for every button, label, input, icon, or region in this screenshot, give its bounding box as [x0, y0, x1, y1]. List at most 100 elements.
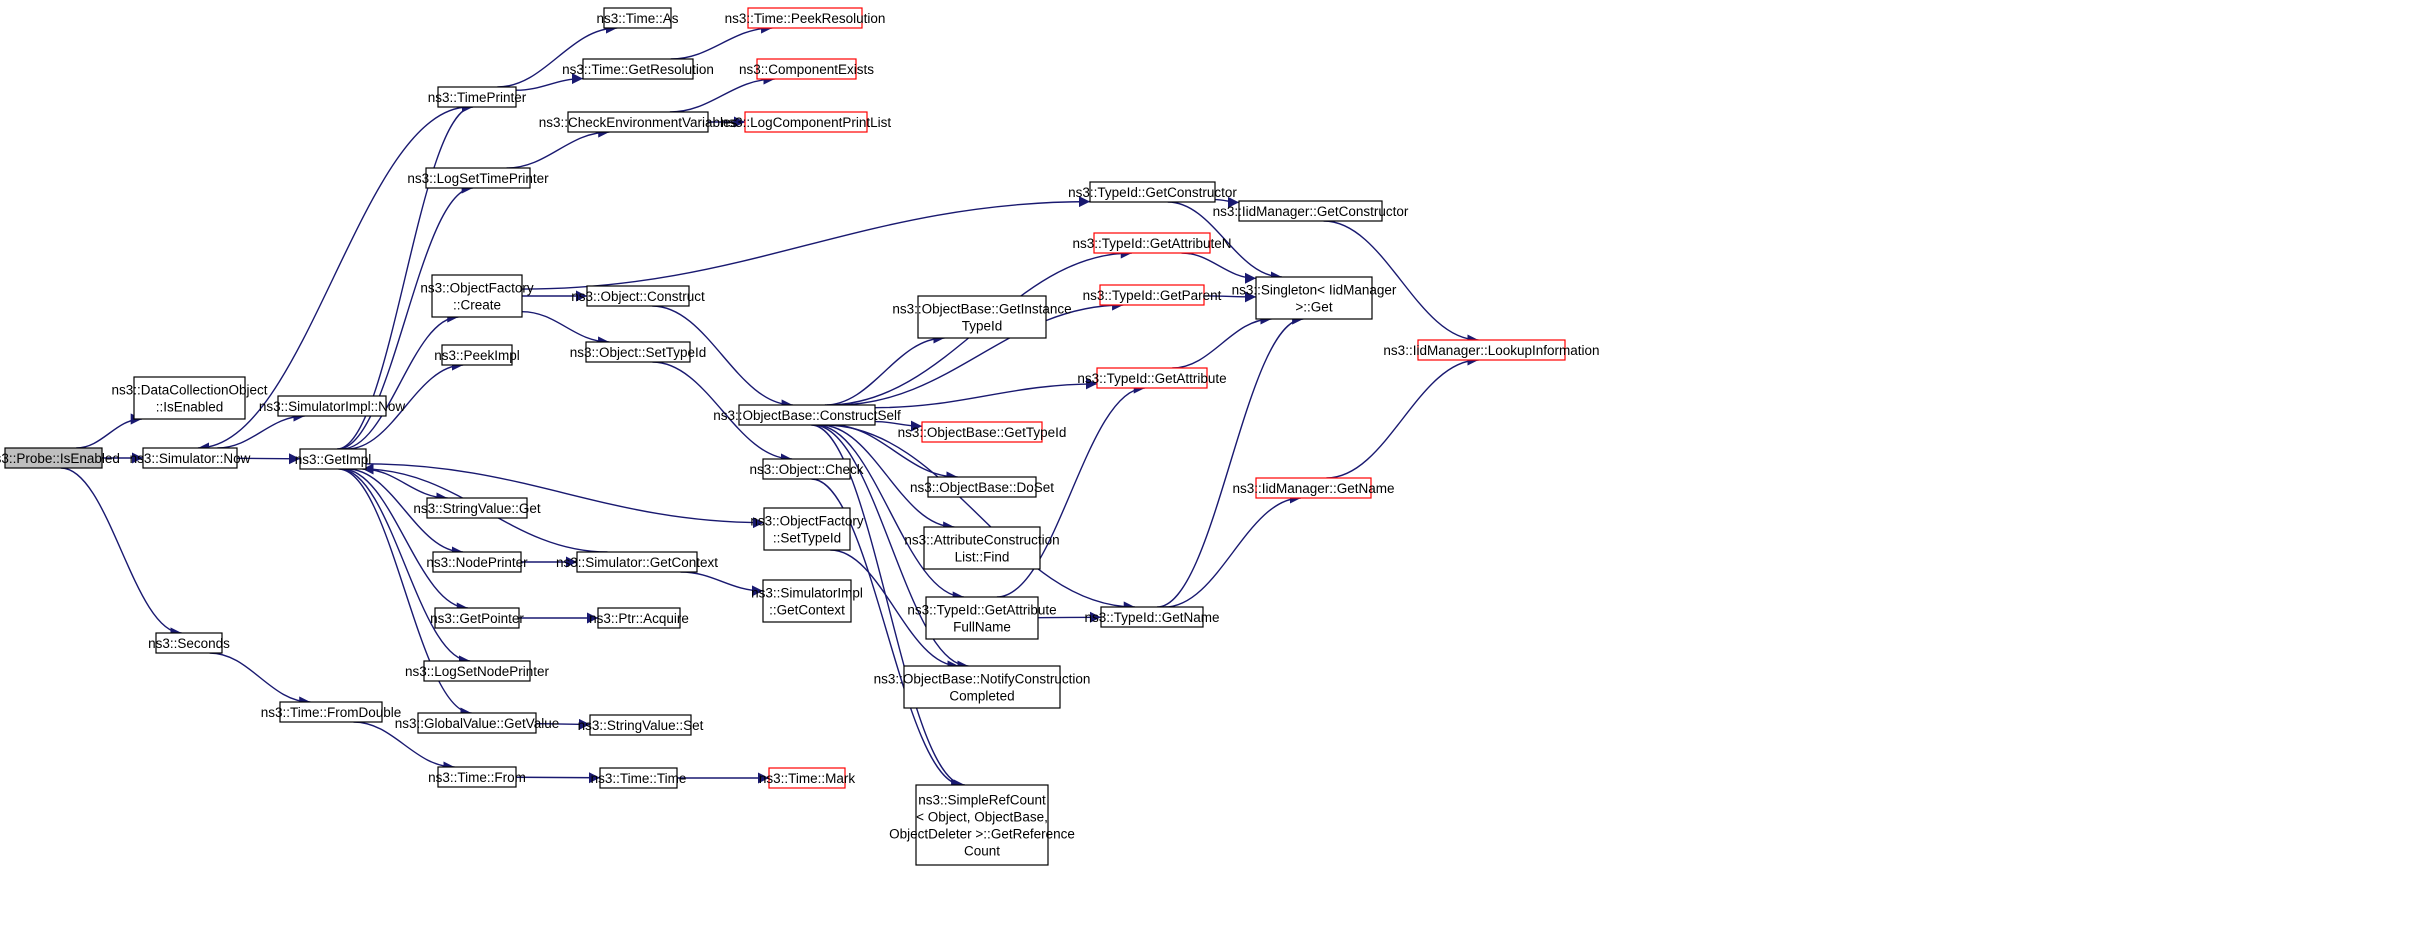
- node-box: [431, 274, 523, 318]
- node-dco[interactable]: ns3::DataCollectionObject::IsEnabled: [111, 376, 268, 420]
- node-svset[interactable]: ns3::StringValue::Set: [578, 714, 704, 736]
- edge-objcheck-to-simplerefcount: [811, 478, 963, 791]
- node-box: [142, 447, 238, 469]
- node-objcheck[interactable]: ns3::Object::Check: [749, 458, 864, 480]
- node-simimplnow[interactable]: ns3::SimulatorImpl::Now: [259, 395, 406, 417]
- node-box: [441, 344, 513, 366]
- node-tgetattribute[interactable]: ns3::TypeId::GetAttribute: [1077, 367, 1227, 389]
- node-getimpl[interactable]: ns3::GetImpl: [295, 448, 372, 470]
- edge-getimpl-to-ofcreate: [341, 311, 459, 450]
- node-tgetparent[interactable]: ns3::TypeId::GetParent: [1083, 284, 1222, 306]
- node-timeprinter[interactable]: ns3::TimePrinter: [428, 86, 527, 108]
- node-label: ::Create: [453, 297, 501, 312]
- edge-tgetconstructor-to-singletonget: [1167, 201, 1283, 283]
- node-componentexists[interactable]: ns3::ComponentExists: [739, 58, 874, 80]
- node-tgetconstructor[interactable]: ns3::TypeId::GetConstructor: [1068, 181, 1237, 203]
- node-label: ns3::AttributeConstruction: [904, 532, 1059, 547]
- edge-constructself-to-aclfind: [820, 424, 955, 533]
- node-box: [925, 596, 1039, 640]
- node-simgetcontext[interactable]: ns3::Simulator::GetContext: [556, 551, 718, 573]
- node-ptracquire[interactable]: ns3::Ptr::Acquire: [589, 607, 689, 629]
- node-label: ns3::Time::From: [428, 770, 526, 785]
- node-svget[interactable]: ns3::StringValue::Get: [413, 497, 541, 519]
- node-label: ns3::GlobalValue::GetValue: [395, 716, 560, 731]
- edge-constructself-to-obgettypeid: [874, 420, 923, 432]
- node-label: ns3::ObjectBase::GetInstance: [892, 301, 1071, 316]
- node-iidgetname[interactable]: ns3::IidManager::GetName: [1232, 477, 1395, 499]
- node-label: ns3::Time::FromDouble: [261, 705, 402, 720]
- node-checkenv[interactable]: ns3::CheckEnvironmentVariables: [539, 111, 738, 133]
- node-label: ns3::TypeId::GetAttribute: [1077, 371, 1226, 386]
- node-label: ns3::NodePrinter: [426, 555, 528, 570]
- node-logcomponentprintlist[interactable]: ns3::LogComponentPrintList: [721, 111, 892, 133]
- edge-constructself-to-simplerefcount: [811, 424, 965, 791]
- node-box: [277, 395, 387, 417]
- node-tgetname[interactable]: ns3::TypeId::GetName: [1084, 606, 1220, 628]
- node-timeas[interactable]: ns3::Time::As: [596, 7, 679, 29]
- node-timemark[interactable]: ns3::Time::Mark: [759, 767, 856, 789]
- node-simplerefcount[interactable]: ns3::SimpleRefCount< Object, ObjectBase,…: [889, 784, 1075, 866]
- node-label: Completed: [949, 688, 1014, 703]
- node-notifyconstruction[interactable]: ns3::ObjectBase::NotifyConstructionCompl…: [874, 665, 1091, 709]
- node-objconstruct[interactable]: ns3::Object::Construct: [571, 285, 705, 307]
- node-singletonget[interactable]: ns3::Singleton< IidManager>::Get: [1232, 276, 1397, 320]
- node-logsetnodeprinter[interactable]: ns3::LogSetNodePrinter: [405, 660, 550, 682]
- node-gvgetvalue[interactable]: ns3::GlobalValue::GetValue: [395, 712, 560, 734]
- node-box: [927, 476, 1037, 498]
- node-obdoset[interactable]: ns3::ObjectBase::DoSet: [910, 476, 1054, 498]
- node-label: ns3::ComponentExists: [739, 62, 874, 77]
- node-logsettimeprinter[interactable]: ns3::LogSetTimePrinter: [407, 167, 549, 189]
- node-label: ns3::ObjectFactory: [750, 513, 864, 528]
- node-box: [586, 285, 690, 307]
- node-label: ns3::GetImpl: [295, 452, 372, 467]
- node-box: [903, 665, 1061, 709]
- node-label: List::Find: [955, 549, 1010, 564]
- edge-ofsettypeid-to-notifyconstruction: [830, 549, 959, 672]
- node-label: ns3::GetPointer: [430, 611, 524, 626]
- node-peekresolution[interactable]: ns3::Time::PeekResolution: [725, 7, 886, 29]
- node-label: ns3::Ptr::Acquire: [589, 611, 689, 626]
- edge-timeprinter-to-getresolution: [515, 72, 584, 91]
- node-box: [417, 712, 537, 734]
- node-objsettypeid[interactable]: ns3::Object::SetTypeId: [570, 341, 707, 363]
- node-tgetattributen[interactable]: ns3::TypeId::GetAttributeN: [1072, 232, 1232, 254]
- node-probe[interactable]: ns3::Probe::IsEnabled: [0, 447, 120, 469]
- node-label: ns3::Singleton< IidManager: [1232, 282, 1397, 297]
- node-constructself[interactable]: ns3::ObjectBase::ConstructSelf: [713, 404, 901, 426]
- node-simnow[interactable]: ns3::Simulator::Now: [130, 447, 251, 469]
- node-timetime[interactable]: ns3::Time::Time: [591, 767, 687, 789]
- edge-tgetname-to-iidgetname: [1164, 492, 1301, 608]
- node-lookupinformation[interactable]: ns3::IidManager::LookupInformation: [1383, 339, 1600, 361]
- node-ofcreate[interactable]: ns3::ObjectFactory::Create: [420, 274, 534, 318]
- node-nodeprinter[interactable]: ns3::NodePrinter: [426, 551, 528, 573]
- node-box: [756, 58, 857, 80]
- node-getresolution[interactable]: ns3::Time::GetResolution: [562, 58, 714, 80]
- node-label: ns3::Simulator::Now: [130, 451, 251, 466]
- node-peekimpl[interactable]: ns3::PeekImpl: [434, 344, 520, 366]
- node-box: [599, 767, 678, 789]
- node-box: [747, 7, 863, 29]
- node-seconds[interactable]: ns3::Seconds: [148, 632, 230, 654]
- node-label: >::Get: [1295, 299, 1332, 314]
- node-label: ns3::TypeId::GetConstructor: [1068, 185, 1237, 200]
- edge-probe-to-seconds: [60, 467, 182, 639]
- edge-getresolution-to-peekresolution: [670, 22, 773, 60]
- node-simimplgetcontext[interactable]: ns3::SimulatorImpl::GetContext: [751, 579, 863, 623]
- edge-timeprinter-to-timeas: [497, 22, 618, 88]
- node-label: ns3::LogSetTimePrinter: [407, 171, 549, 186]
- edge-tgetattribute-to-singletonget: [1172, 313, 1272, 369]
- node-getpointer[interactable]: ns3::GetPointer: [430, 607, 524, 629]
- node-label: FullName: [953, 619, 1011, 634]
- edge-tgetconstructor-to-iidgetconstructor: [1214, 196, 1240, 208]
- node-timefrom[interactable]: ns3::Time::From: [428, 766, 526, 788]
- node-box: [1096, 367, 1208, 389]
- node-obgettypeid[interactable]: ns3::ObjectBase::GetTypeId: [898, 421, 1067, 443]
- node-iidgetconstructor[interactable]: ns3::IidManager::GetConstructor: [1213, 200, 1409, 222]
- node-box: [425, 167, 531, 189]
- nodes-layer: ns3::Probe::IsEnabled ns3::DataCollection…: [0, 7, 1600, 866]
- node-fromdouble[interactable]: ns3::Time::FromDouble: [261, 701, 402, 723]
- node-ofsettypeid[interactable]: ns3::ObjectFactory::SetTypeId: [750, 507, 864, 551]
